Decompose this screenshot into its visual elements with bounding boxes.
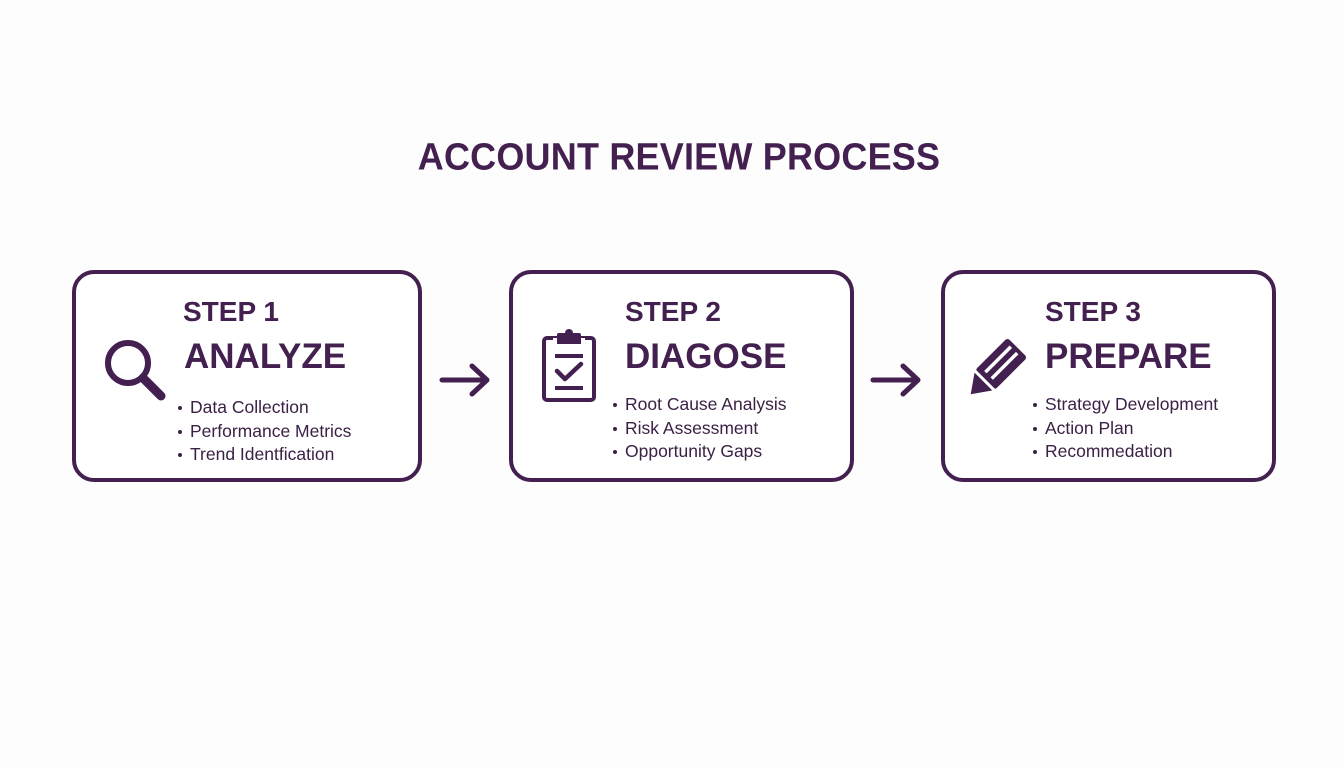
bullet-item: Performance Metrics (176, 420, 351, 444)
bullet-item: Action Plan (1031, 417, 1218, 441)
step-bullet-list: Data Collection Performance Metrics Tren… (176, 396, 351, 467)
diagram-title: ACCOUNT REVIEW PROCESS (417, 134, 941, 178)
bullet-item: Trend Identfication (176, 443, 351, 467)
step-bullet-list: Root Cause Analysis Risk Assessment Oppo… (611, 393, 786, 464)
step-card-analyze: STEP 1 ANALYZE Data Collection Performan… (72, 270, 422, 482)
bullet-item: Recommedation (1031, 440, 1218, 464)
step-card-diagnose: STEP 2 DIAGOSE Root Cause Analysis Risk … (509, 270, 854, 482)
bullet-item: Data Collection (176, 396, 351, 420)
step-name: DIAGOSE (625, 337, 787, 376)
step-name: ANALYZE (184, 337, 347, 376)
step-card-prepare: STEP 3 PREPARE Strategy Development Acti… (941, 270, 1276, 482)
magnifying-glass-icon (105, 340, 166, 401)
arrow-right-icon (439, 363, 490, 397)
step-bullet-list: Strategy Development Action Plan Recomme… (1031, 393, 1218, 464)
step-number: STEP 2 (625, 296, 721, 327)
pencil-icon (970, 338, 1027, 395)
step-number: STEP 1 (183, 296, 279, 327)
bullet-item: Opportunity Gaps (611, 440, 786, 464)
step-number: STEP 3 (1045, 296, 1141, 327)
step-name: PREPARE (1045, 337, 1212, 376)
bullet-item: Root Cause Analysis (611, 393, 786, 417)
bullet-item: Strategy Development (1031, 393, 1218, 417)
arrow-right-icon (870, 363, 921, 397)
bullet-item: Risk Assessment (611, 417, 786, 441)
clipboard-check-icon (542, 329, 596, 402)
